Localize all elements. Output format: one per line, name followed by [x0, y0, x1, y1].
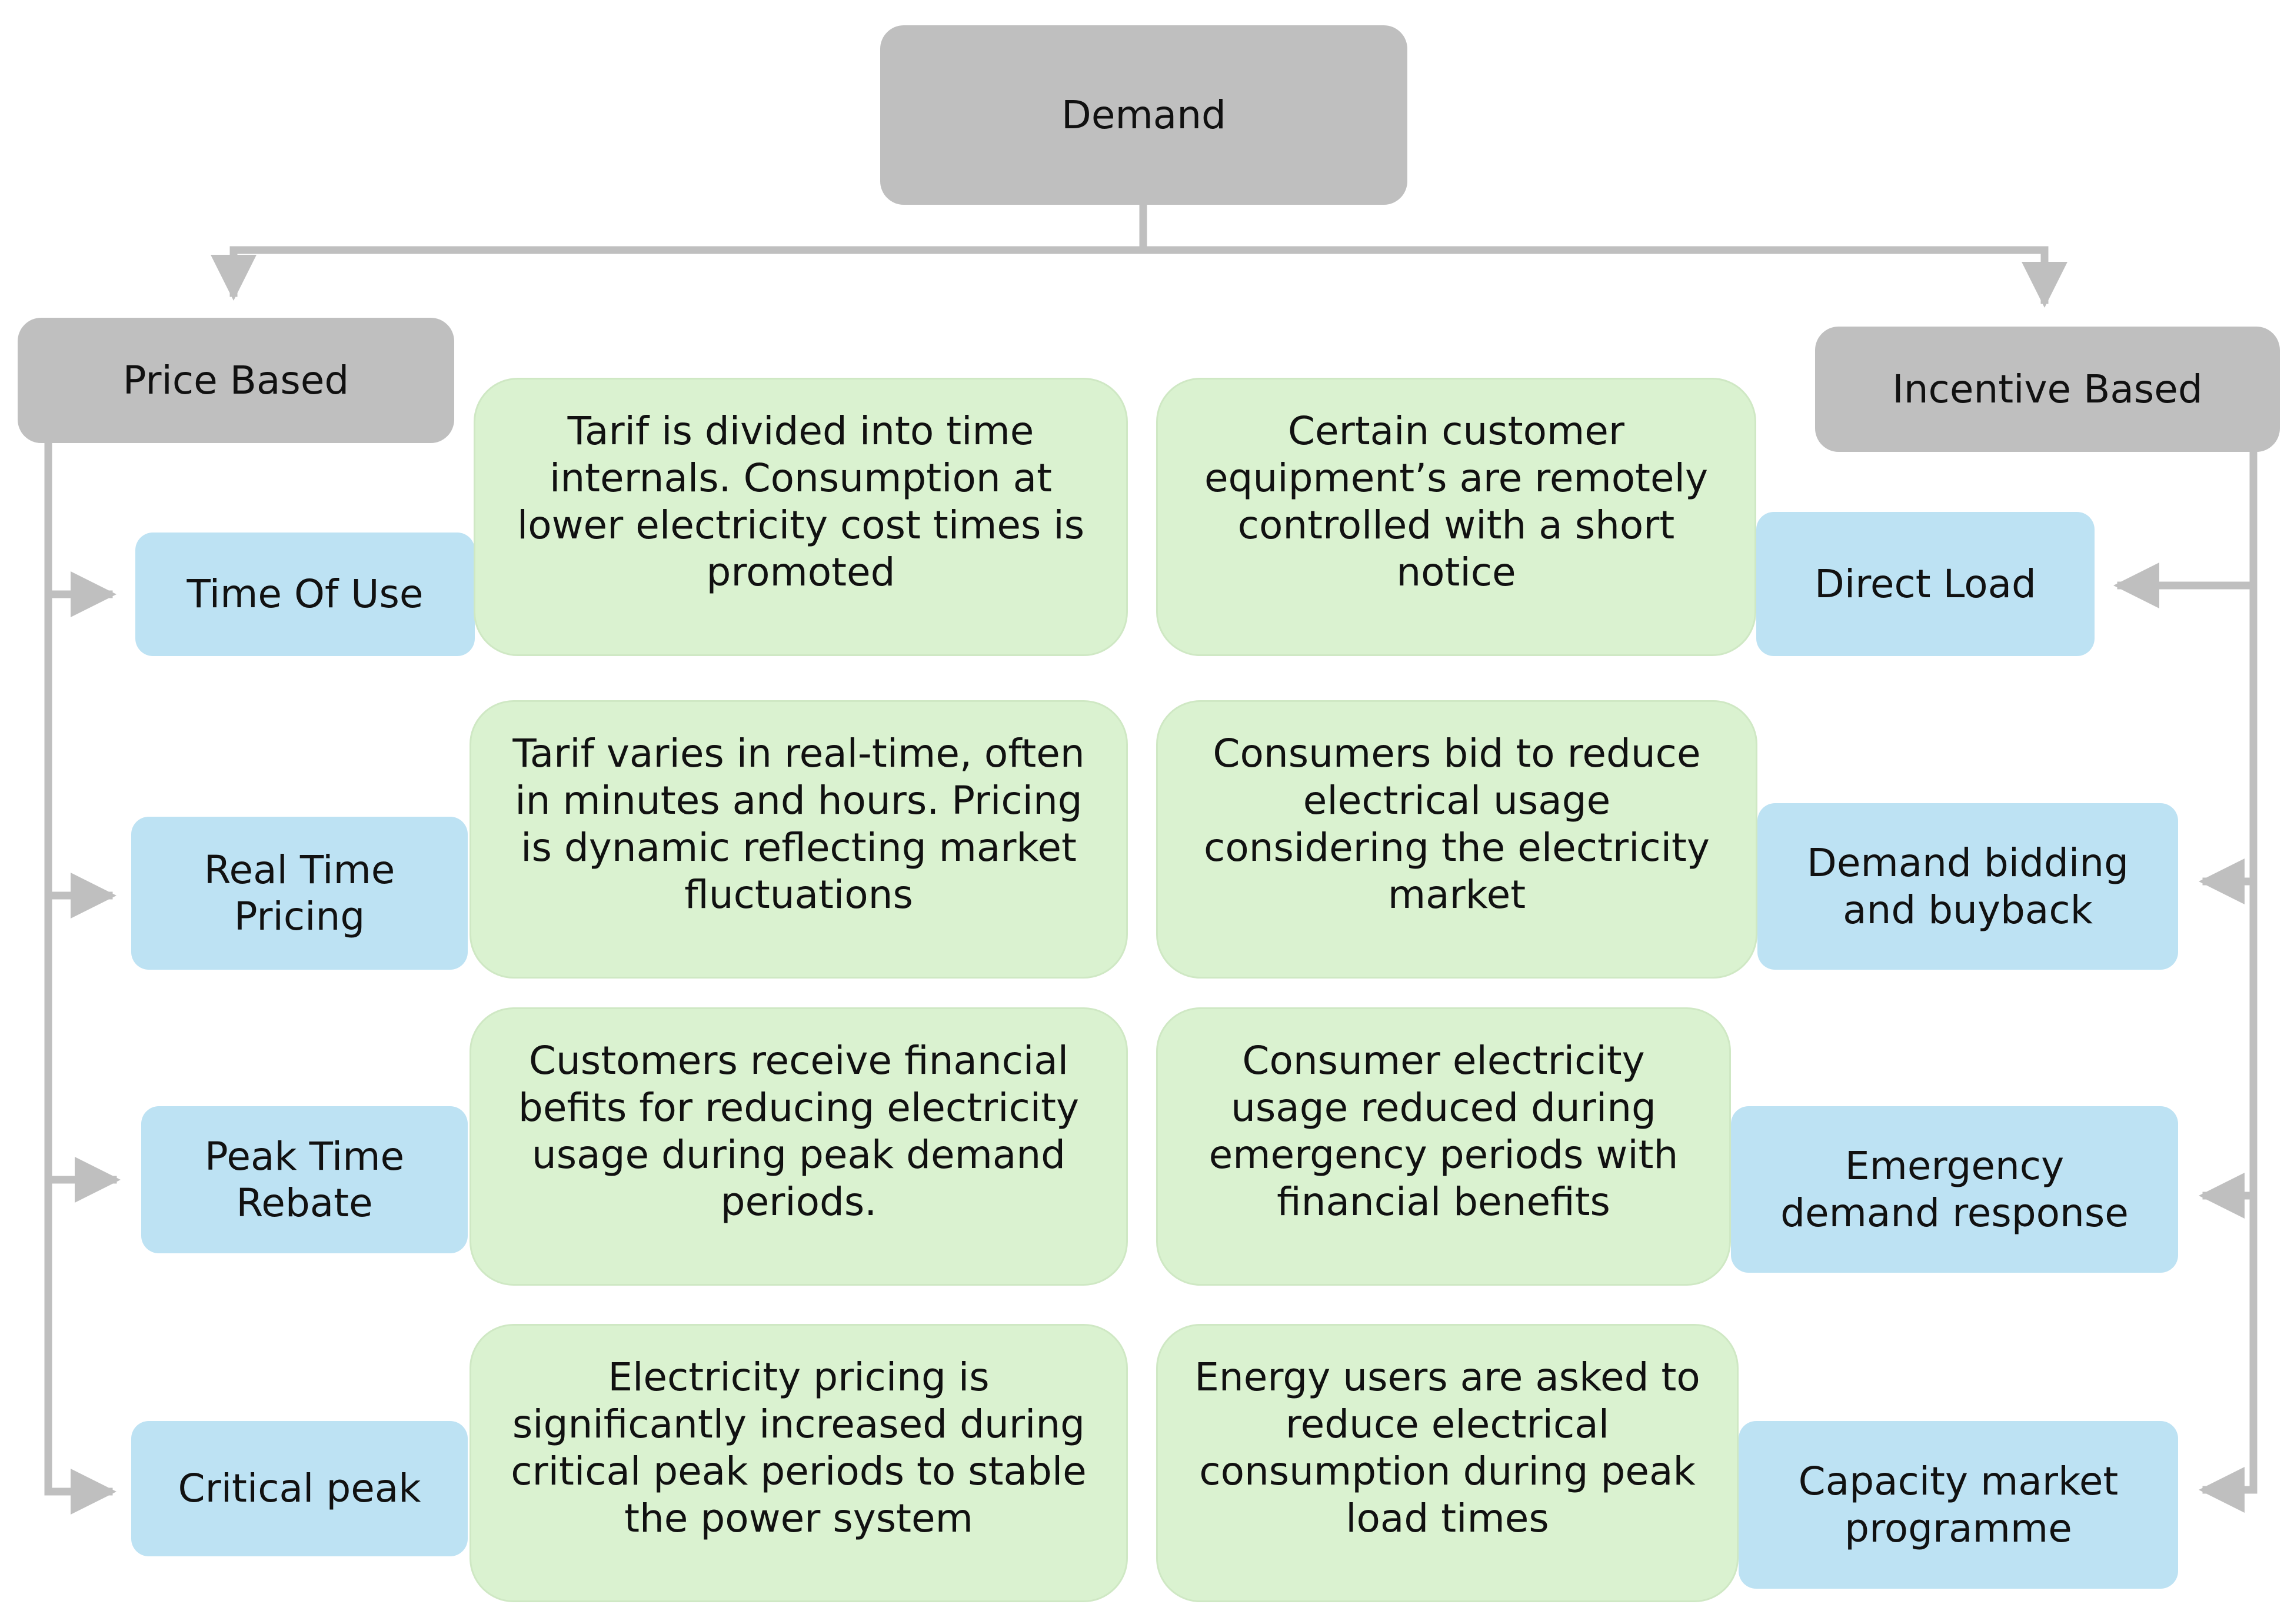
demand-bidding-label: Demand bidding and buyback	[1807, 840, 2129, 933]
critical-peak-description-text: Electricity pricing is significantly inc…	[511, 1355, 1087, 1541]
demand-bidding-description-text: Consumers bid to reduce electrical usage…	[1204, 731, 1710, 917]
time-of-use-description: Tarif is divided into time internals. Co…	[474, 378, 1128, 656]
capacity-market-description: Energy users are asked to reduce electri…	[1156, 1324, 1739, 1602]
demand-bidding-description: Consumers bid to reduce electrical usage…	[1156, 700, 1757, 979]
capacity-market-label: Capacity market programme	[1798, 1459, 2119, 1551]
incentive-based-label: Incentive Based	[1892, 366, 2203, 412]
demand-node: Demand	[880, 25, 1407, 205]
capacity-market-node: Capacity market programme	[1739, 1421, 2178, 1589]
peak-time-rebate-node: Peak Time Rebate	[141, 1106, 468, 1253]
direct-load-label: Direct Load	[1814, 561, 2036, 607]
direct-load-description: Certain customer equipment’s are remotel…	[1156, 378, 1756, 656]
critical-peak-label: Critical peak	[178, 1466, 421, 1512]
direct-load-description-text: Certain customer equipment’s are remotel…	[1204, 408, 1709, 595]
peak-time-rebate-label: Peak Time Rebate	[204, 1133, 405, 1226]
demand-label: Demand	[1061, 92, 1226, 138]
real-time-pricing-node: Real Time Pricing	[131, 817, 468, 970]
time-of-use-node: Time Of Use	[135, 533, 475, 656]
real-time-pricing-description-text: Tarif varies in real-time, often in minu…	[512, 731, 1085, 917]
time-of-use-description-text: Tarif is divided into time internals. Co…	[517, 408, 1085, 595]
time-of-use-label: Time Of Use	[187, 571, 424, 617]
real-time-pricing-label: Real Time Pricing	[204, 847, 395, 939]
real-time-pricing-description: Tarif varies in real-time, often in minu…	[470, 700, 1128, 979]
critical-peak-node: Critical peak	[131, 1421, 468, 1556]
incentive-based-node: Incentive Based	[1815, 327, 2280, 452]
critical-peak-description: Electricity pricing is significantly inc…	[470, 1324, 1128, 1602]
price-based-label: Price Based	[122, 357, 349, 403]
price-based-node: Price Based	[18, 318, 454, 443]
peak-time-rebate-description: Customers receive financial befits for r…	[470, 1007, 1128, 1286]
peak-time-rebate-description-text: Customers receive financial befits for r…	[518, 1038, 1080, 1224]
emergency-demand-description: Consumer electricity usage reduced durin…	[1156, 1007, 1731, 1286]
direct-load-node: Direct Load	[1756, 512, 2095, 656]
emergency-demand-node: Emergency demand response	[1731, 1106, 2178, 1273]
capacity-market-description-text: Energy users are asked to reduce electri…	[1194, 1355, 1700, 1541]
emergency-demand-label: Emergency demand response	[1780, 1143, 2129, 1236]
emergency-demand-description-text: Consumer electricity usage reduced durin…	[1208, 1038, 1679, 1224]
demand-bidding-node: Demand bidding and buyback	[1757, 803, 2178, 970]
